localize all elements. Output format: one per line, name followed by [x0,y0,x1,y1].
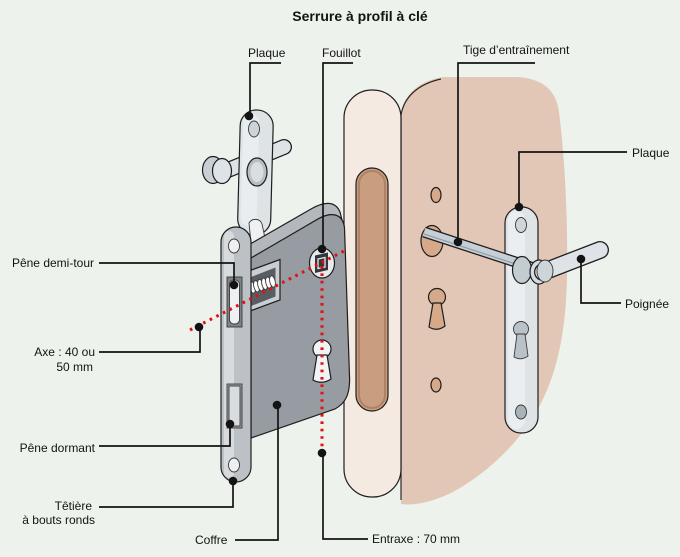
label-axe-line2: 50 mm [56,360,93,374]
faceplate-highlight [224,231,234,478]
label-plaque-right: Plaque [632,146,670,160]
dot-plaque-left [244,111,254,121]
label-axe-line1: Axe : 40 ou [34,345,95,359]
leader-tetiere [99,484,234,508]
label-entraxe: Entraxe : 70 mm [372,532,460,546]
exterior-plate-screw-bottom [515,404,527,420]
mortise-recess-shade [358,170,386,409]
dot-entraxe [317,448,327,458]
leader-plaque-left [249,62,281,114]
exterior-handle-grip [534,241,609,283]
leader-lines [99,62,627,541]
dot-pene-dormant [225,419,235,429]
diagram-title: Serrure à profil à clé [292,8,428,24]
label-poignee: Poignée [625,297,669,311]
interior-handle-collar-inner [211,157,233,185]
leader-fouillot [322,62,353,246]
label-tetiere-line2: à bouts ronds [22,513,95,527]
exterior-trim [422,206,609,434]
leader-pene-demi-tour [99,262,235,282]
dot-fouillot [317,244,327,254]
dot-coffre [272,400,282,410]
label-plaque-left: Plaque [248,46,286,60]
deadbolt [228,385,241,427]
label-tetiere-line1: Têtière [55,499,93,513]
dot-tige [453,237,463,247]
label-pene-demi-tour: Pêne demi-tour [12,256,94,270]
label-fouillot: Fouillot [322,46,361,60]
leader-tige [457,62,535,239]
door-screw-hole-top [430,186,442,204]
leader-entraxe [322,456,368,540]
interior-trim [201,109,292,246]
leader-poignee [580,261,621,304]
grip-butt-end [536,259,554,283]
door-keyhole [427,287,447,330]
lock-case-keyhole [312,339,332,383]
dot-axe [194,322,204,332]
lock-case [220,202,351,483]
exterior-plate-keyhole [513,321,529,360]
interior-plate-screw-top [248,120,260,138]
leader-dots [194,111,586,486]
label-tige-entrainement: Tige d’entraînement [463,43,570,57]
leader-axe [99,330,201,353]
dot-plaque-right [514,202,524,212]
leader-coffre [235,408,279,541]
dot-tetiere [228,476,238,486]
fouillot-square-hole [315,252,328,273]
interior-plate-hub-inner [250,162,264,182]
dot-pene-demi-tour [229,280,239,290]
mortise-recess [355,167,389,412]
exterior-plate-screw-top [515,217,527,233]
faceplate-screw-top [228,238,240,254]
fouillot-square-inner [317,256,326,270]
label-pene-dormant: Pêne dormant [20,441,96,455]
label-coffre: Coffre [195,533,228,547]
leader-plaque-right [518,151,627,204]
door-screw-hole-bottom [430,377,442,393]
faceplate-screw-bottom [228,457,240,473]
handle-hub-collar [511,255,533,285]
deadbolt-slot [226,383,243,429]
leader-pene-dormant [99,427,231,447]
dot-poignee [576,254,586,264]
exterior-plate-highlight [508,211,525,429]
